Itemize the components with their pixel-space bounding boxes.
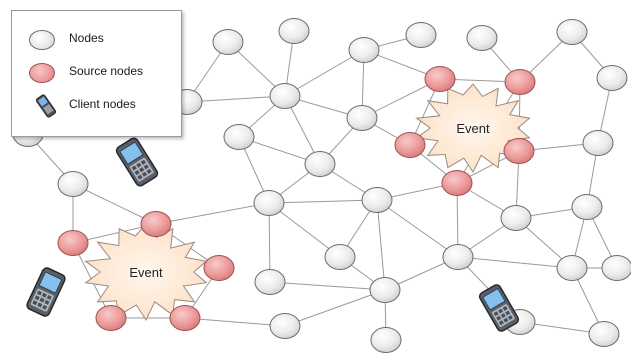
network-node (588, 321, 620, 347)
event-burst (415, 83, 531, 174)
network-node (596, 65, 628, 91)
network-node (278, 18, 310, 44)
mobile-phone-icon (35, 94, 57, 118)
legend: Nodes Source nodes Client nodes (11, 10, 182, 137)
mobile-phone-icon (115, 137, 159, 187)
network-node (466, 25, 498, 51)
event-burst (84, 223, 208, 322)
network-node (571, 194, 603, 220)
network-node (582, 130, 614, 156)
network-node (269, 313, 301, 339)
network-node (57, 171, 89, 197)
network-node (601, 255, 631, 281)
edge-line (268, 202, 341, 258)
source-node (140, 211, 172, 237)
legend-label: Client nodes (69, 97, 136, 111)
source-node-circle-icon (29, 63, 55, 83)
source-node (441, 170, 473, 196)
source-node (503, 138, 535, 164)
network-node (361, 187, 393, 213)
edge-line (284, 49, 365, 97)
source-node (424, 66, 456, 92)
edge-line (376, 199, 386, 291)
network-node (370, 327, 402, 353)
network-node (346, 105, 378, 131)
network-node (324, 244, 356, 270)
mobile-phone-icon (478, 284, 520, 332)
network-node (269, 83, 301, 109)
source-node (203, 255, 235, 281)
edge-line (268, 199, 378, 204)
legend-item-source-nodes: Source nodes (12, 58, 181, 88)
network-node (253, 190, 285, 216)
network-node (369, 277, 401, 303)
source-node (504, 69, 536, 95)
source-node (95, 305, 127, 331)
edge-line (72, 183, 157, 225)
network-node (304, 151, 336, 177)
edge-line (269, 281, 386, 291)
legend-label: Source nodes (69, 64, 144, 78)
source-node (57, 230, 89, 256)
network-node (212, 29, 244, 55)
network-node (556, 255, 588, 281)
edge-line (155, 202, 270, 225)
edge-line (186, 95, 286, 103)
network-node (442, 244, 474, 270)
node-circle-icon (29, 30, 55, 50)
edge-line (184, 317, 286, 327)
nodes-layer (12, 18, 631, 353)
edge-line (457, 256, 573, 269)
network-node (405, 22, 437, 48)
legend-item-nodes: Nodes (12, 25, 181, 55)
mobile-phone-icon (26, 267, 66, 317)
network-node (500, 205, 532, 231)
legend-label: Nodes (69, 31, 104, 45)
source-node (394, 132, 426, 158)
network-node (348, 37, 380, 63)
phones-layer (26, 137, 520, 332)
legend-item-client-nodes: Client nodes (12, 91, 181, 121)
event-label: Event (129, 265, 163, 280)
edge-line (284, 289, 386, 327)
network-node (223, 124, 255, 150)
network-node (556, 19, 588, 45)
event-label: Event (456, 121, 490, 136)
source-node (169, 305, 201, 331)
network-node (254, 269, 286, 295)
edge-line (268, 202, 271, 283)
edge-line (376, 199, 459, 258)
